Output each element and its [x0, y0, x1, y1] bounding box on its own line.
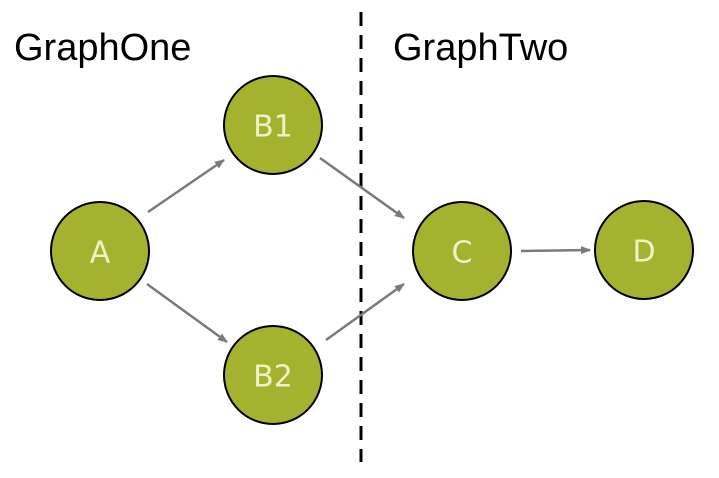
- edge-b2-c: [325, 282, 405, 342]
- edge-a-b1: [147, 158, 225, 214]
- node-b1-label: B1: [253, 110, 293, 145]
- node-a-label: A: [90, 236, 111, 271]
- node-b2-label: B2: [253, 360, 293, 395]
- graph-two-title: GraphTwo: [393, 27, 568, 69]
- edge-a-b2: [146, 282, 228, 344]
- node-a: A: [50, 201, 150, 301]
- edge-c-d: [520, 246, 591, 255]
- node-c: C: [412, 201, 512, 301]
- edge-b1-c: [319, 156, 405, 220]
- node-b2: B2: [223, 325, 323, 425]
- node-d-label: D: [632, 235, 655, 270]
- node-d: D: [594, 200, 694, 300]
- node-c-label: C: [452, 236, 473, 271]
- node-b1: B1: [223, 75, 323, 175]
- graph-one-title: GraphOne: [14, 27, 191, 69]
